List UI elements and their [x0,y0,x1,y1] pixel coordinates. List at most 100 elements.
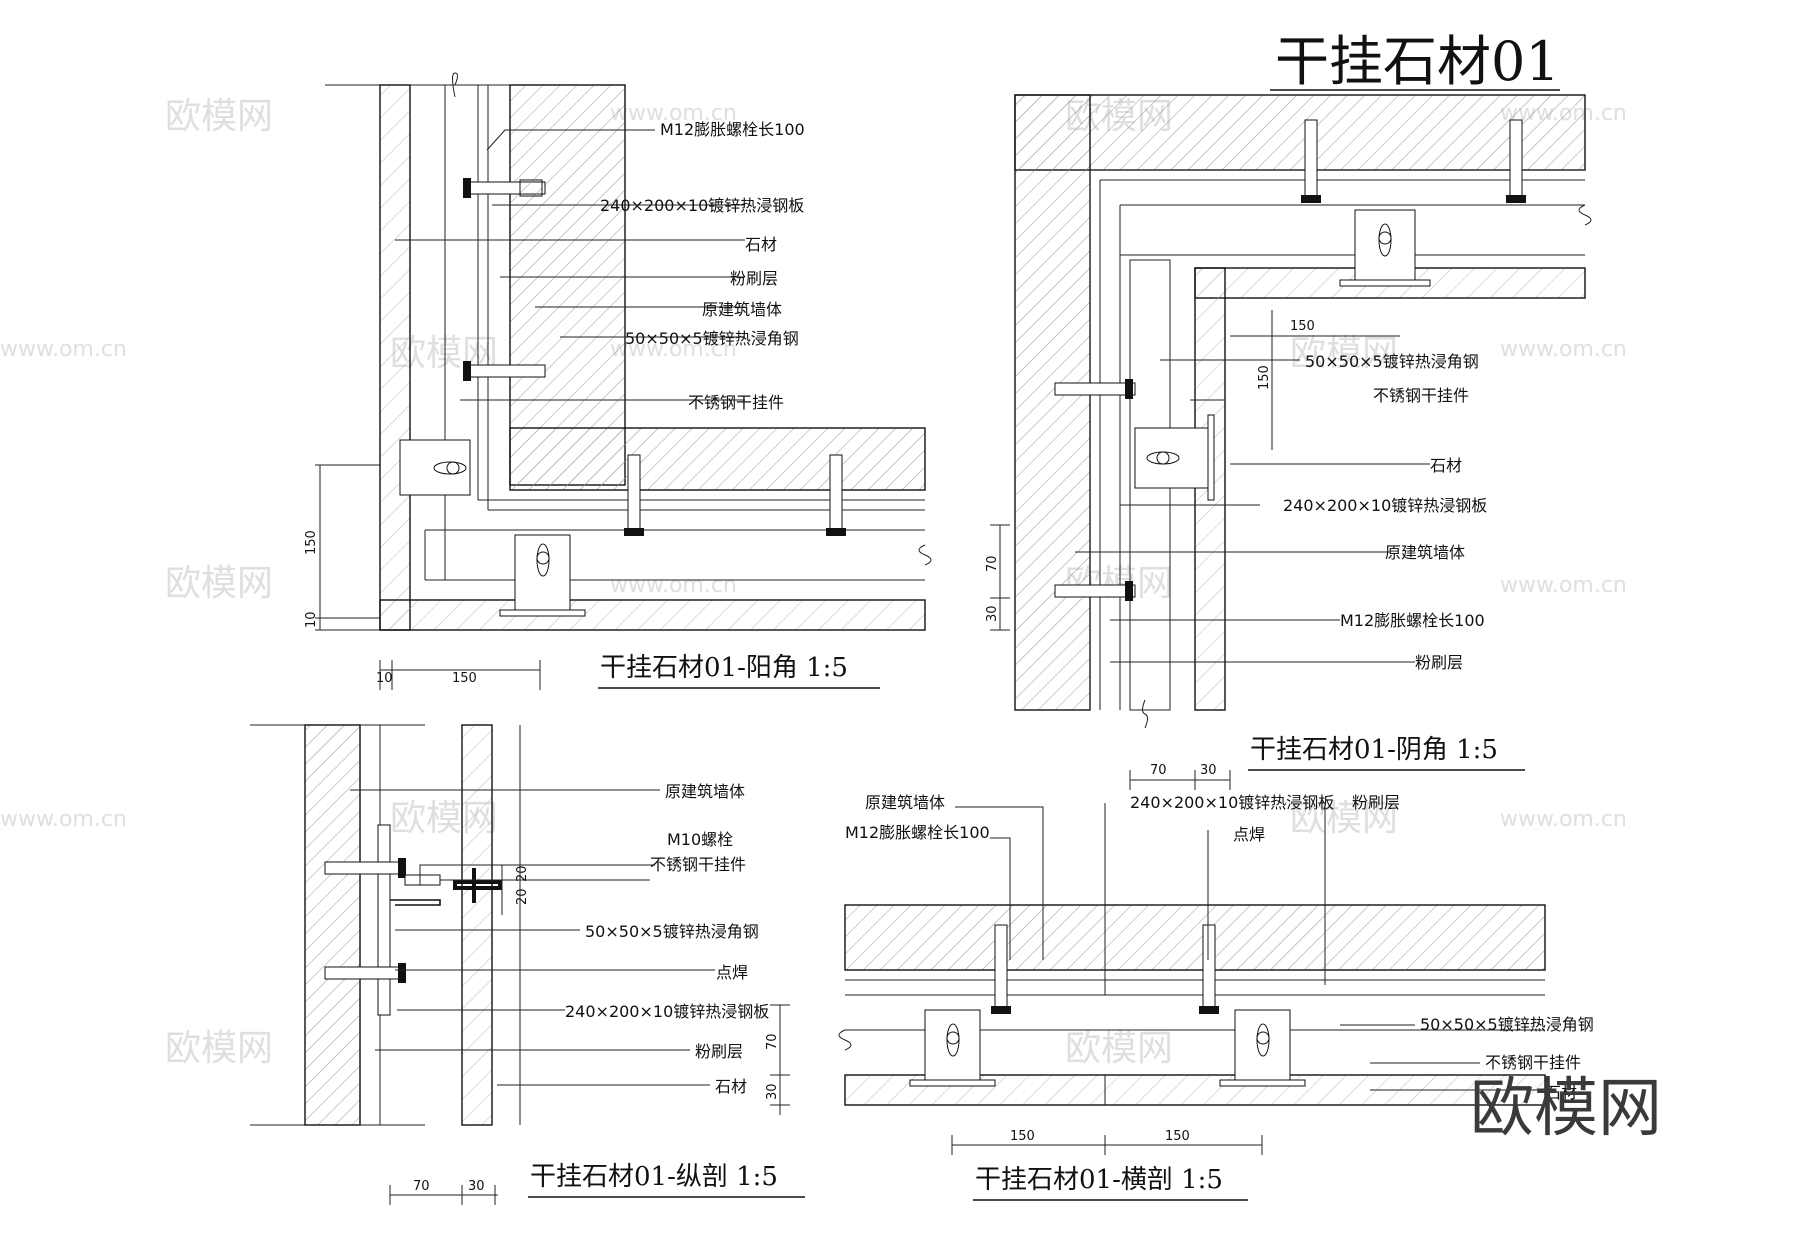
dim-70-vertical: 70 [985,555,1000,572]
main-title: 干挂石材01 [1270,30,1560,93]
bolt-icon [991,1006,1011,1014]
dim-70-vertical: 70 [765,1033,780,1050]
bolt-icon [994,924,1008,1011]
watermark-text: 欧模网 [1290,333,1398,374]
dim-10-vertical: 10 [304,611,319,628]
bolt-icon [1125,379,1133,399]
label-m10-bolt: M10螺栓 [667,830,733,849]
label-wall: 原建筑墙体 [1385,543,1465,562]
dim-30-horizontal: 30 [1200,763,1217,778]
label-spot-weld: 点焊 [716,963,748,982]
view-hengpou: 原建筑墙体 M12膨胀螺栓长100 240×200×10镀锌热浸钢板 粉刷层 点… [838,793,1594,1201]
view-zongpou: 原建筑墙体 M10螺栓 不锈钢干挂件 50×50×5镀锌热浸角钢 点焊 240×… [250,724,805,1205]
watermark-url: www.om.cn [610,101,737,126]
label-steel-plate: 240×200×10镀锌热浸钢板 [1130,793,1334,812]
watermark-text: 欧模网 [1065,1028,1173,1069]
label-hanger: 不锈钢干挂件 [1373,386,1469,405]
label-spot-weld: 点焊 [1233,825,1265,844]
bolt-icon [1125,581,1133,601]
dim-150-right: 150 [1165,1129,1190,1144]
caption-hengpou: 干挂石材01-横剖 1:5 [975,1165,1223,1195]
angle-steel-icon [390,868,502,906]
bolt-icon [398,963,406,983]
watermark-url: www.om.cn [610,573,737,598]
dim-150-left: 150 [1010,1129,1035,1144]
dim-150-vertical: 150 [304,530,319,555]
caption-yangjiao: 干挂石材01-阳角 1:5 [600,653,848,683]
hanger-icon [1134,414,1215,501]
label-hanger: 不锈钢干挂件 [688,393,784,412]
label-stone: 石材 [1430,456,1462,475]
dim-30-vertical: 30 [985,605,1000,622]
main-title-text: 干挂石材01 [1275,30,1560,93]
watermark-url: www.om.cn [1500,807,1627,832]
label-plaster: 粉刷层 [730,269,778,288]
bolt-icon [463,178,546,198]
label-angle-steel: 50×50×5镀锌热浸角钢 [625,329,799,348]
bolt-icon [1054,382,1136,396]
label-steel-plate: 240×200×10镀锌热浸钢板 [600,196,804,215]
label-hanger: 不锈钢干挂件 [650,855,746,874]
label-m12-bolt: M12膨胀螺栓长100 [1340,611,1485,630]
label-plaster: 粉刷层 [1415,653,1463,672]
brand-logo: 欧模网 [1470,1072,1662,1146]
hanger-icon [909,1009,996,1087]
bolt-icon [826,454,846,536]
label-angle-steel: 50×50×5镀锌热浸角钢 [585,922,759,941]
bolt-icon [1506,195,1526,203]
bolt-icon [1509,119,1523,201]
caption-zongpou: 干挂石材01-纵剖 1:5 [530,1162,778,1192]
label-stone: 石材 [1545,1083,1577,1102]
bolt-icon [1199,1006,1219,1014]
leader-lines [395,129,745,401]
label-steel-plate: 240×200×10镀锌热浸钢板 [565,1002,769,1021]
dim-20-vertical: 20 [515,888,530,905]
label-steel-plate: 240×200×10镀锌热浸钢板 [1283,496,1487,515]
dim-30-vertical: 30 [765,1083,780,1100]
dim-70-horizontal: 70 [413,1179,430,1194]
label-wall: 原建筑墙体 [865,793,945,812]
bolt-icon [398,858,406,878]
watermark-url: www.om.cn [610,337,737,362]
label-wall: 原建筑墙体 [665,782,745,801]
dimension-lines [315,464,541,690]
bolt-icon [1304,119,1318,201]
bolt-icon [324,966,406,980]
bolt-icon [1054,584,1136,598]
label-stone: 石材 [715,1077,747,1096]
bolt-icon [624,454,644,536]
hanger-icon [1219,1009,1306,1087]
watermark-url: www.om.cn [0,337,127,362]
label-m12-bolt: M12膨胀螺栓长100 [660,120,805,139]
hanger-icon [499,534,586,617]
hanger-icon [399,439,471,496]
dim-150-vertical: 150 [1257,365,1272,390]
dim-70-horizontal: 70 [1150,763,1167,778]
watermark-text: 欧模网 [165,1028,273,1069]
bolt-icon [1301,195,1321,203]
caption-yinjiao: 干挂石材01-阴角 1:5 [1250,735,1498,765]
dim-150-horizontal: 150 [452,671,477,686]
dim-150-horizontal: 150 [1290,319,1315,334]
label-hanger: 不锈钢干挂件 [1485,1053,1581,1072]
bolt-icon [1202,924,1216,1011]
dim-30-horizontal: 30 [468,1179,485,1194]
bolt-icon [324,861,406,875]
watermark-text: 欧模网 [165,563,273,604]
bolt-icon [463,361,546,381]
view-yangjiao: M12膨胀螺栓长100 240×200×10镀锌热浸钢板 石材 粉刷层 原建筑墙… [304,72,932,690]
view-yinjiao: 50×50×5镀锌热浸角钢 不锈钢干挂件 石材 240×200×10镀锌热浸钢板… [985,94,1592,790]
watermark-url: www.om.cn [1500,573,1627,598]
label-angle-steel: 50×50×5镀锌热浸角钢 [1305,352,1479,371]
watermark-url: www.om.cn [0,807,127,832]
watermark-url: www.om.cn [1500,337,1627,362]
hanger-icon [1339,209,1431,287]
dim-10-horizontal: 10 [376,671,393,686]
label-plaster: 粉刷层 [1352,793,1400,812]
watermark-text: 欧模网 [1290,798,1398,839]
label-m12-bolt: M12膨胀螺栓长100 [845,823,990,842]
label-wall: 原建筑墙体 [702,300,782,319]
label-stone: 石材 [745,235,777,254]
label-plaster: 粉刷层 [695,1042,743,1061]
